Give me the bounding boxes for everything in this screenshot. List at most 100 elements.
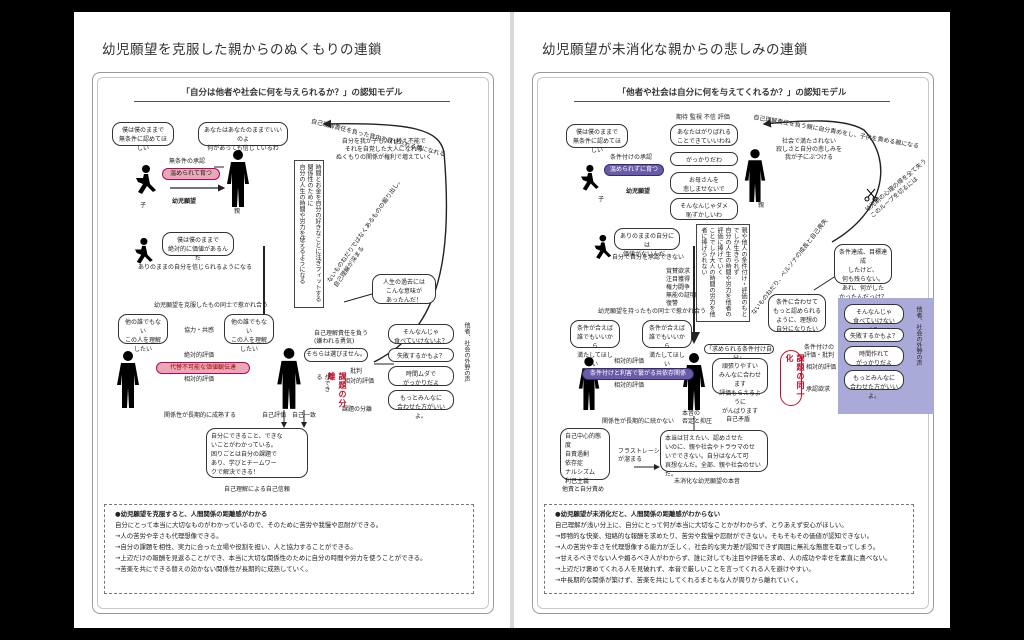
irreplaceable-pill: 代替不可能な価値観伝達 bbox=[156, 362, 250, 374]
left-summary-line: 自分にとって本当に大切なものがわかっているので、そのために苦労や我慢や忍耐ができ… bbox=[115, 521, 383, 529]
right-arc-sub: 社会で満たされない 寂しさと自分の悲しみを 我が子にぶつける bbox=[776, 138, 843, 161]
past-bubble: 人生の過去には こんな意味が あったんだ！ bbox=[372, 274, 436, 304]
cond-label: 条件付けの承認 bbox=[610, 154, 653, 161]
self-understand-label: 自己理解による自己信頼 bbox=[224, 486, 290, 493]
frustration-label: フラストレーション が溜まる bbox=[618, 448, 672, 463]
effort-bubble: 頑張りやすい みんなに合わせます 評価もらえるように がんばります bbox=[712, 358, 768, 415]
contradiction-label: 自己矛盾 bbox=[726, 416, 751, 423]
child-sad-icon bbox=[581, 164, 599, 191]
right-summary-line: →中長期的な関係が築けず、苦楽を共にしてくれるまともな人が周りから離れていく。 bbox=[555, 576, 803, 584]
traits-box: 自己中心的態度 自責過剰 依存症 ナルシズム 利己主義 bbox=[560, 428, 610, 485]
left-summary-box: ●幼児願望を克服すると、人間関係の距離感がわかる 自分にとって本当に大切なものが… bbox=[104, 504, 474, 594]
coop-label: 協力・共感 bbox=[184, 327, 215, 334]
long-label: 関係性が長期的に成熟する bbox=[164, 412, 237, 419]
voice-bubble-1: そんなんじゃ 食べていけないよ？ bbox=[388, 324, 454, 345]
right-summary-box: ●幼児願望が未消化だと、人間関係の距離感がわからない 自己理解が浅い分上に、自分… bbox=[544, 504, 914, 594]
left-summary-line: →人の苦労や辛さも代理想像できる。 bbox=[115, 532, 223, 540]
wish-label: 幼児願望 bbox=[172, 198, 197, 205]
voice-label-r: 他者、社会の外野の声 bbox=[915, 306, 922, 366]
rel-label-r: 相対的評価 bbox=[614, 358, 645, 365]
rights-label: 条件付けの 評価・批判 bbox=[804, 344, 835, 359]
right-summary-line: →人の苦労や辛さを代理想像する能力が乏しく、社会的な実力差が認知できず周囲に無礼… bbox=[555, 543, 880, 551]
sameness-label: 課題の同一化 bbox=[785, 354, 805, 399]
left-summary-line: →自分の課題を相性、実力に合った立場や役割を担い、人と協力することができる。 bbox=[115, 543, 357, 551]
raised-pill: 温められて育つ bbox=[162, 168, 220, 180]
child-label: 子 bbox=[140, 202, 147, 209]
right-model-heading: 「他者や社会は自分に何を与えてくれるか？」の認知モデル bbox=[574, 86, 890, 102]
left-frame bbox=[92, 72, 494, 614]
right-summary-line: 自己理解が浅い分上に、自分にとって何が本当に大切なことかがわからず、とりあえず安… bbox=[555, 521, 848, 529]
resp-label: 自己理解責任を負う (嫌われる勇気) bbox=[314, 330, 369, 345]
taskdiv-label: 課題の分離 bbox=[342, 406, 373, 413]
left-vertical-note: 時間とお金を自分の好きなことに注ぎフィットする関係性のために 自分の人生の時間や… bbox=[294, 160, 324, 308]
parent-standing-icon-r bbox=[744, 149, 766, 202]
achieve-bubble: 条件達成、目標達成 したけど、 何も残らない。 あれ、何がした かったんだっけ？ bbox=[834, 244, 892, 301]
rel-label: 相対的評価 bbox=[184, 376, 215, 383]
other-blame-label: 他責と自分責め bbox=[562, 486, 605, 493]
right-summary-heading: ●幼児願望が未消化だと、人間関係の距離感がわからない bbox=[555, 510, 721, 518]
rights2-label: 相対的評価 bbox=[806, 364, 837, 371]
person-right-icon-r bbox=[683, 353, 705, 410]
person-left-icon bbox=[117, 351, 139, 408]
results-bubble: 条件に合わせて もっと認められる ように、理想の 自分になりたい bbox=[768, 294, 826, 333]
short-label: 関係性が長期的に続かない bbox=[602, 418, 675, 425]
exchange-pill: 条件付けと利害で繋がる共依存関係 bbox=[582, 368, 694, 380]
book-gutter bbox=[510, 12, 514, 628]
parent-bubble-r1: あなたはがりばれる ことできていいわね bbox=[670, 124, 738, 146]
voice-bubble-r1: そんなんじゃ 食べていけないよ？ bbox=[844, 304, 904, 334]
left-summary-heading: ●幼児願望を克服すると、人間関係の距離感がわかる bbox=[115, 510, 268, 518]
other-bubble-2: 他の誰でもない この人を理解 したい bbox=[224, 314, 274, 353]
parent-bubble: あなたはあなたのままでいいのよ 何があっても信じているわ bbox=[198, 122, 288, 152]
top-terms-label: 期待 監視 不信 評価 bbox=[676, 114, 730, 121]
parent-label-r: 親 bbox=[758, 202, 765, 209]
unfinished-bubble: 本当は甘えたい、認めさせた いのに、親や社会やトラウマのせ いでできない。自分は… bbox=[660, 430, 768, 478]
child-bubble-r: 僕は僕のままで 無条件に認めてほしい bbox=[566, 124, 628, 154]
desire-list: 賞賛欲求 注目獲得 権力闘争 無能の証明 復讐 bbox=[666, 268, 697, 307]
child-label-r: 子 bbox=[598, 196, 605, 203]
scissors-icon bbox=[864, 188, 878, 202]
voice-bubble-r3: 時間作れて がっかりだよ bbox=[844, 346, 904, 367]
voice-bubble-r4: もっとみんなに 合わせた方がいいよ。 bbox=[844, 370, 904, 400]
divide-label: 課題の分離 bbox=[327, 372, 347, 408]
voice-bubble-r2: 失敗するかもよ？ bbox=[844, 328, 904, 342]
no-worth-bubble: ありのままの自分には 価値がないんだ… bbox=[614, 228, 680, 258]
rel-eval-label: 相対的評価 bbox=[344, 378, 375, 385]
child-worth-bubble: 僕は僕のままで 絶対的に価値があるんだ bbox=[162, 232, 234, 262]
self-denial-label: 本音の 否定と抑圧 bbox=[682, 410, 713, 425]
right-vertical-note: 親や他人の条件付け・評価のもとでしか生きられず 自分の人生の時間や労力を他者の評… bbox=[696, 224, 750, 322]
voice-label: 他者、社会の外野の声 bbox=[463, 322, 470, 382]
left-page-title: 幼児願望を克服した親からのぬくもりの連鎖 bbox=[102, 42, 382, 58]
right-page: 幼児願望が未消化な親からの悲しみの連鎖 「他者や社会は自分に何を与えてくれるか？… bbox=[514, 12, 950, 628]
unfinished-label: 未消化な幼児願望の本音 bbox=[674, 478, 741, 485]
right-summary-line: →即物的な快楽、短絡的な報酬を求めたり、苦労や我慢や忍耐ができない。そもそもその… bbox=[555, 532, 873, 540]
left-page: 幼児願望を克服した親からのぬくもりの連鎖 「自分は他者や社会に何を与えられるか？… bbox=[74, 12, 510, 628]
selfeval-label: 自己評価 bbox=[262, 412, 287, 419]
right-summary-line: →甘えるべきでない人や媚るべき人がわからず、誰に対しても注目や評価を求め、人の成… bbox=[555, 554, 892, 562]
persona-bubble: 「求められる条件付け自分」 を演じるペルソナ bbox=[704, 344, 774, 371]
selfone-label: 自己一致 bbox=[292, 412, 317, 419]
attract-label: 幼児願望を持ったもの同士で惹かれ合う bbox=[598, 308, 707, 315]
voice-bubble-3: 時間ムダで がっかりだよ bbox=[388, 366, 454, 387]
voice-bubble-2: 失敗するかもよ？ bbox=[388, 348, 454, 362]
can-divide-label: ができる bbox=[315, 374, 330, 392]
person-left-icon-r bbox=[578, 357, 600, 410]
left-model-heading: 「自分は他者や社会に何を与えられるか？」の認知モデル bbox=[134, 86, 450, 102]
rel2-label-r: 相対的評価 bbox=[614, 382, 645, 389]
other-bubble-r2: 条件が合えば 誰でもいいから 満たしてほしい bbox=[642, 320, 692, 368]
other-bubble-1: 他の誰でもない この人を理解 したい bbox=[118, 314, 168, 353]
overcome-label: 幼児願望を克服したもの同士で惹かれ合う bbox=[154, 302, 269, 309]
left-arc-sub: 自分を我が子も入れ替え不能で それを自覚した大人になれる ぬくもりの関係が権利で… bbox=[336, 138, 432, 161]
self-ability-bubble: 自分にできること、できな いことがわかっている。 困りごとは自分の課題で あり、… bbox=[206, 428, 308, 478]
child-running-icon-2 bbox=[135, 237, 153, 264]
parent-standing-icon bbox=[227, 150, 249, 207]
right-summary-line: →上辺だけ褒めてくれる人を見破れず、本音で厳しいことを言ってくれる人を避けやすい… bbox=[555, 565, 815, 573]
child-running-icon bbox=[136, 165, 156, 194]
critic-label: 批判 bbox=[350, 368, 363, 375]
left-summary-line: →上辺だけの報酬を見返ることができ、本当に大切な関係性のために自分の時間や労力を… bbox=[115, 554, 427, 562]
unconditional-label: 無条件の承認 bbox=[169, 158, 206, 165]
cannot-label: 自分で自分を承認できない bbox=[612, 254, 685, 261]
other-bubble-r1: 条件が合えば 誰でもいいから 満たしてほしい bbox=[570, 320, 620, 368]
voice-bubble-4: もっとみんなに 合わせた方がいいよ。 bbox=[388, 390, 454, 420]
parent-bubble-r4: そんなんじゃダメ 恥ずかしいわ bbox=[670, 198, 738, 220]
parent-label: 親 bbox=[234, 208, 241, 215]
